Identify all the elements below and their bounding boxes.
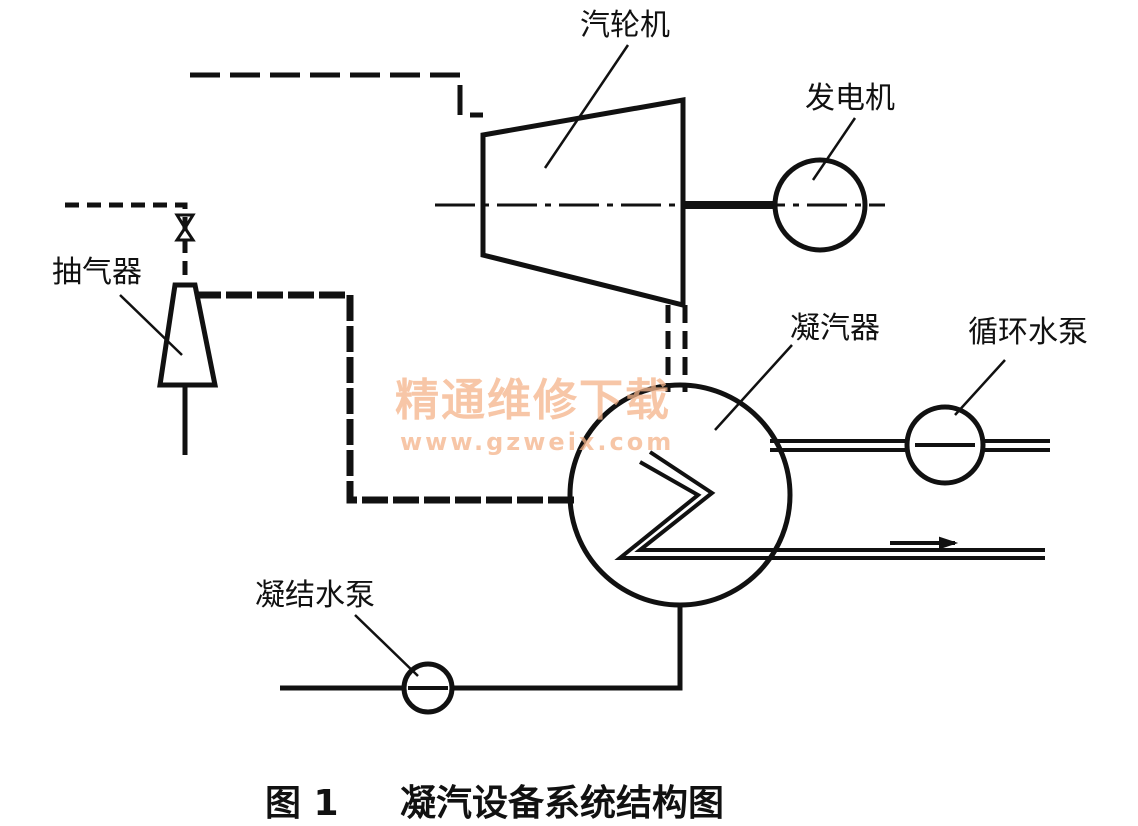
label-condenser: 凝汽器 [790, 311, 880, 346]
label-circ-pump: 循环水泵 [968, 315, 1088, 350]
ejector-steam-line [65, 202, 188, 285]
leader-condensate-pump [354, 614, 419, 677]
figure-title: 凝汽设备系统结构图 [400, 783, 724, 824]
figure-number: 图 1 [265, 783, 339, 824]
label-condensate-pump: 凝结水泵 [255, 578, 375, 613]
leader-generator [811, 117, 857, 181]
label-turbine: 汽轮机 [580, 8, 670, 43]
air-extraction-line [195, 291, 575, 504]
watermark-text: 精通维修下载 [395, 375, 671, 426]
label-generator: 发电机 [805, 81, 895, 116]
arrow-head-icon [939, 536, 959, 550]
leader-ejector [119, 294, 183, 356]
leader-condenser [714, 344, 793, 431]
generator [772, 157, 868, 253]
label-ejector: 抽气器 [52, 255, 142, 290]
ejector [157, 282, 219, 388]
cooling-tube-zigzag [614, 450, 1045, 560]
valve-icon [174, 213, 196, 242]
leader-circ-pump [954, 359, 1006, 416]
turbine [480, 97, 686, 309]
steam-inlet-line [190, 72, 483, 118]
leader-turbine [543, 44, 630, 169]
condensate-line [280, 605, 683, 691]
turbine-exhaust [665, 305, 688, 392]
watermark-url: www.gzweix.com [400, 428, 674, 456]
